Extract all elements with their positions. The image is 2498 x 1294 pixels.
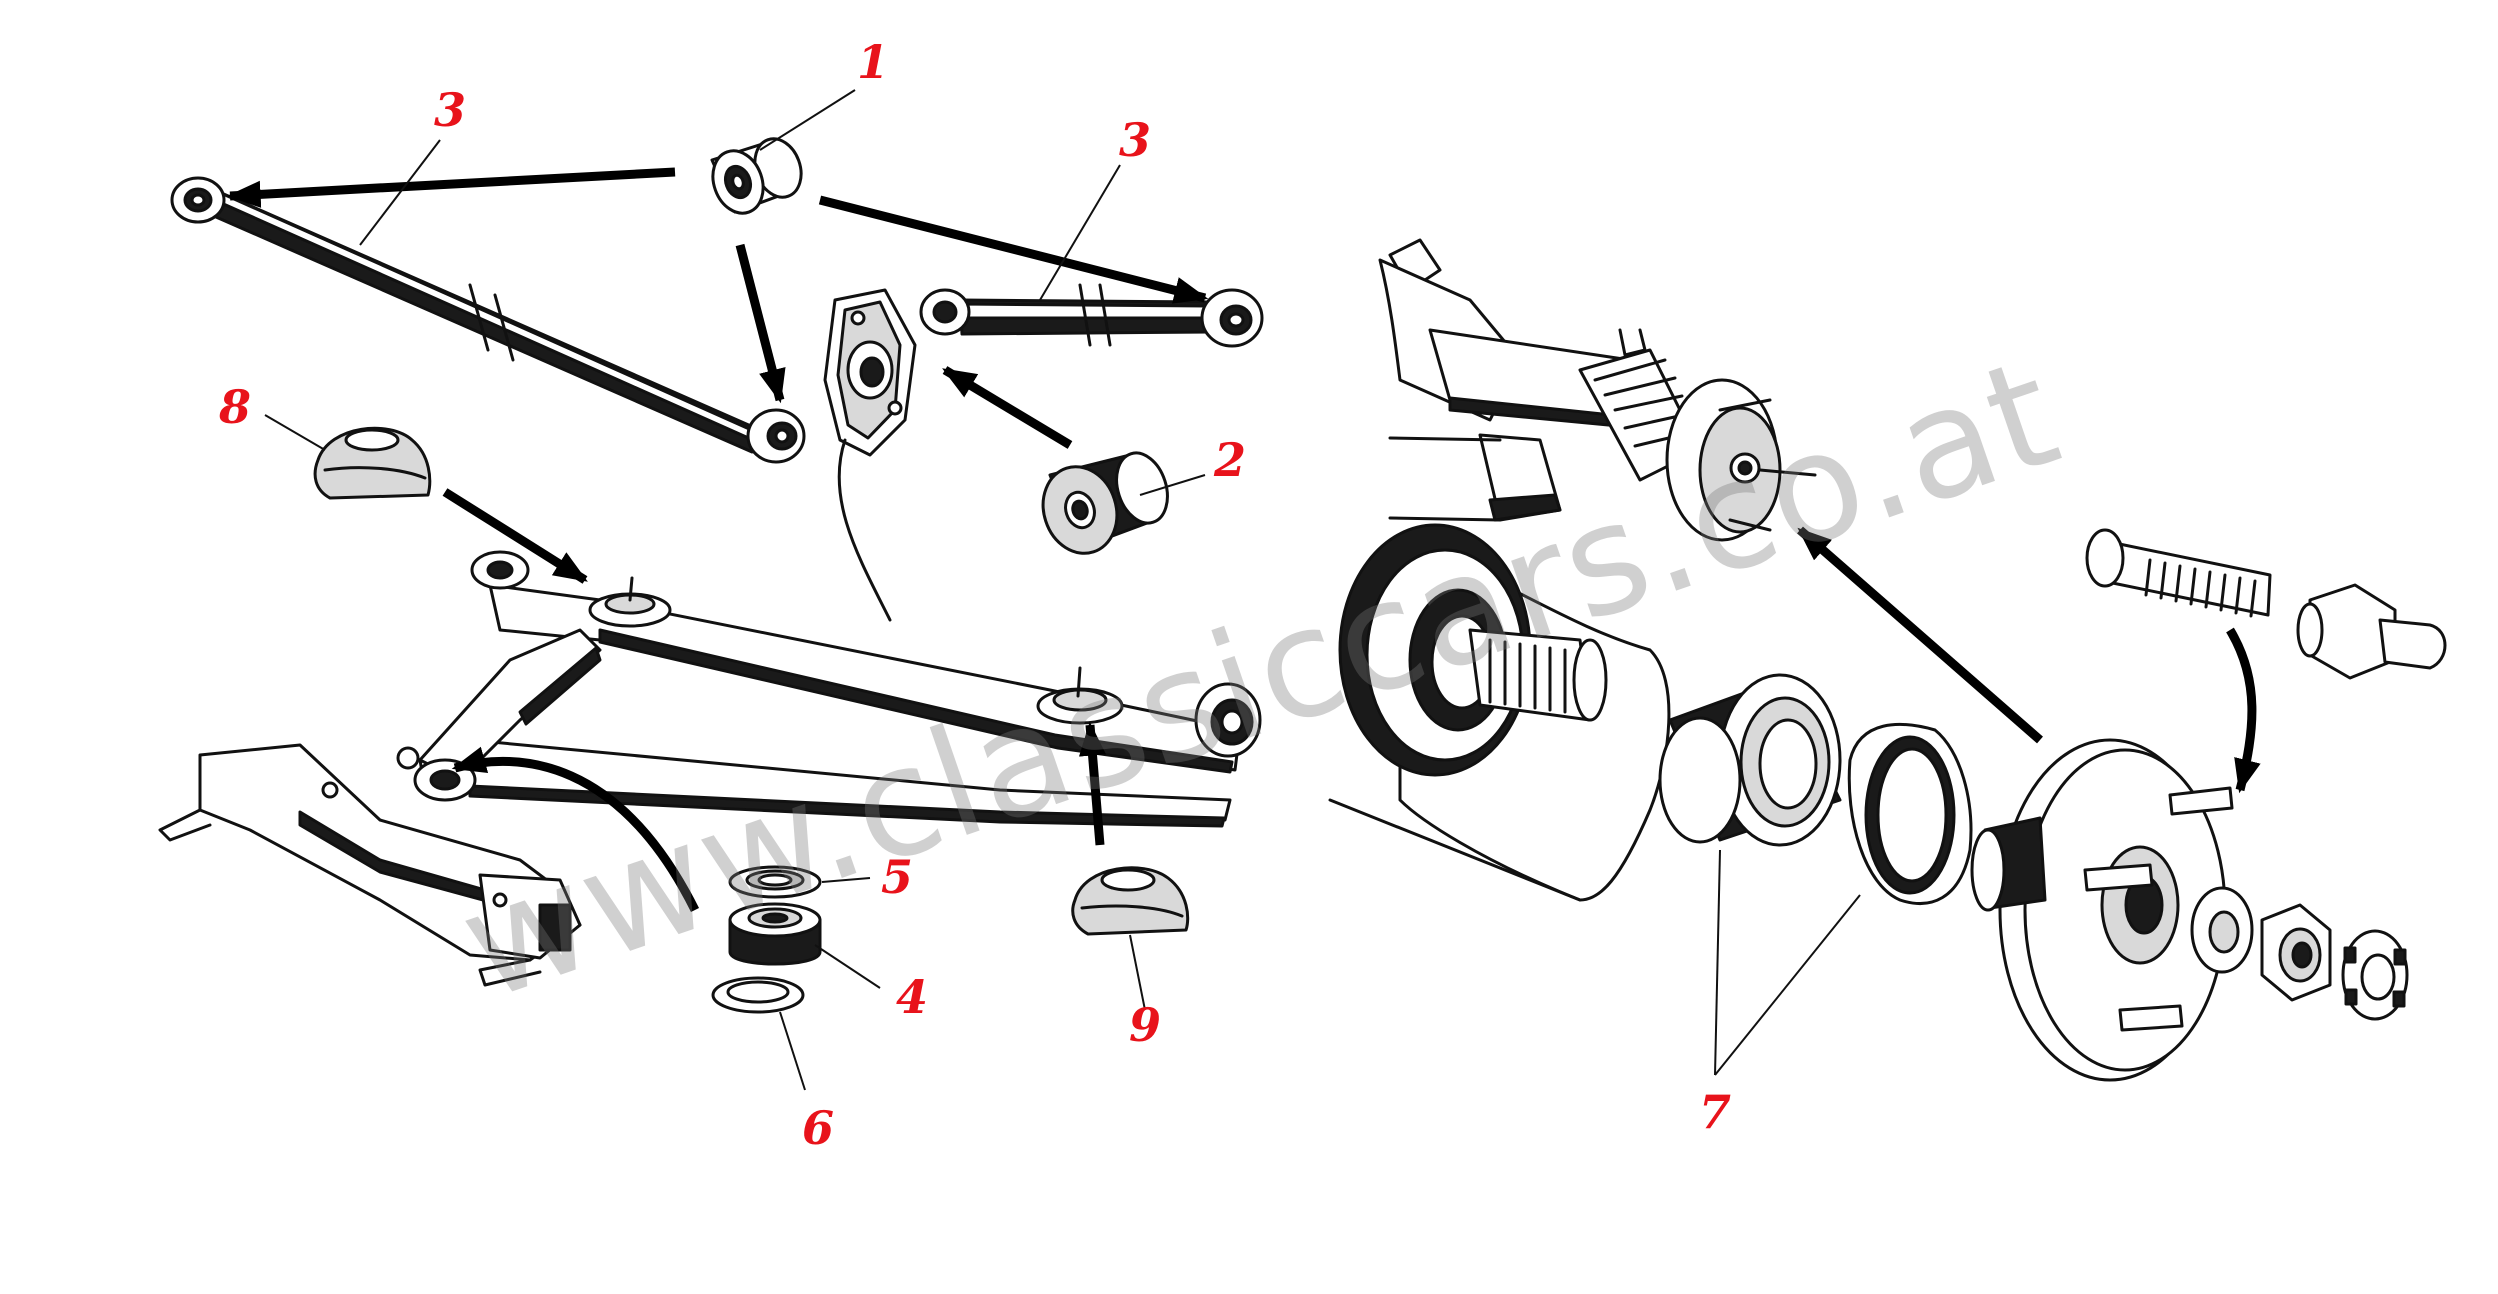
radius-arm-short [919,283,1264,348]
callout-2: 2 [1213,433,1247,487]
callout-leader-lines [264,89,1861,1091]
driveshaft-assembly [1378,238,1817,542]
hub-nut [2260,903,2332,1002]
bearing-4 [728,902,822,966]
callout-4: 4 [895,970,929,1024]
wheel-hub-flange [1970,738,2234,1082]
callout-9: 9 [1128,998,1162,1052]
spring-seat-9 [1071,866,1190,936]
radius-arm-long [170,176,806,464]
exploded-view-arrows [226,167,2261,913]
spring-seat-8 [313,426,432,500]
subframe-crossmember [158,743,582,987]
callout-6: 6 [801,1101,835,1155]
callout-3-left: 3 [433,83,467,137]
callout-5: 5 [880,850,914,904]
hub-washer [2190,886,2254,974]
hub-bearing-7 [1658,673,1842,847]
seal-5 [728,865,822,899]
callout-3-right: 3 [1118,113,1152,167]
callout-1: 1 [856,35,890,89]
hub-seal-7 [1847,723,1973,905]
bush-2 [1041,451,1169,555]
callout-7: 7 [1698,1085,1732,1139]
mounting-bracket [823,288,917,622]
wheel-stud [2085,528,2272,618]
castle-nut [2341,929,2409,1021]
bush-1 [710,137,803,215]
wheel-nut [2296,583,2447,680]
callout-8: 8 [218,380,252,434]
seal-6 [711,976,805,1014]
hub-carrier [1328,523,1671,902]
